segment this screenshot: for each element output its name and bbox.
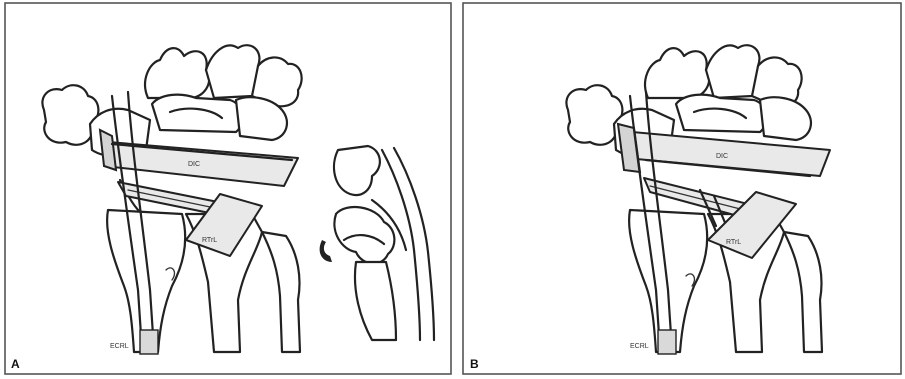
panel-a-ecrl-label: ECRL [110,343,129,350]
panel-b-dic-label: DIC [716,153,728,160]
panel-b-rtrl-label: RTrL [726,239,741,246]
panel-a-dic-label: DIC [188,161,200,168]
panel-b: DIC RTrL ECRL B [463,3,901,374]
panel-b-ecrl-label: ECRL [630,343,649,350]
panel-a: DIC RTrL ECRL A [5,3,451,374]
panel-b-letter: B [470,357,479,371]
panel-a-letter: A [11,357,20,371]
panel-a-rtrl-label: RTrL [202,237,217,244]
